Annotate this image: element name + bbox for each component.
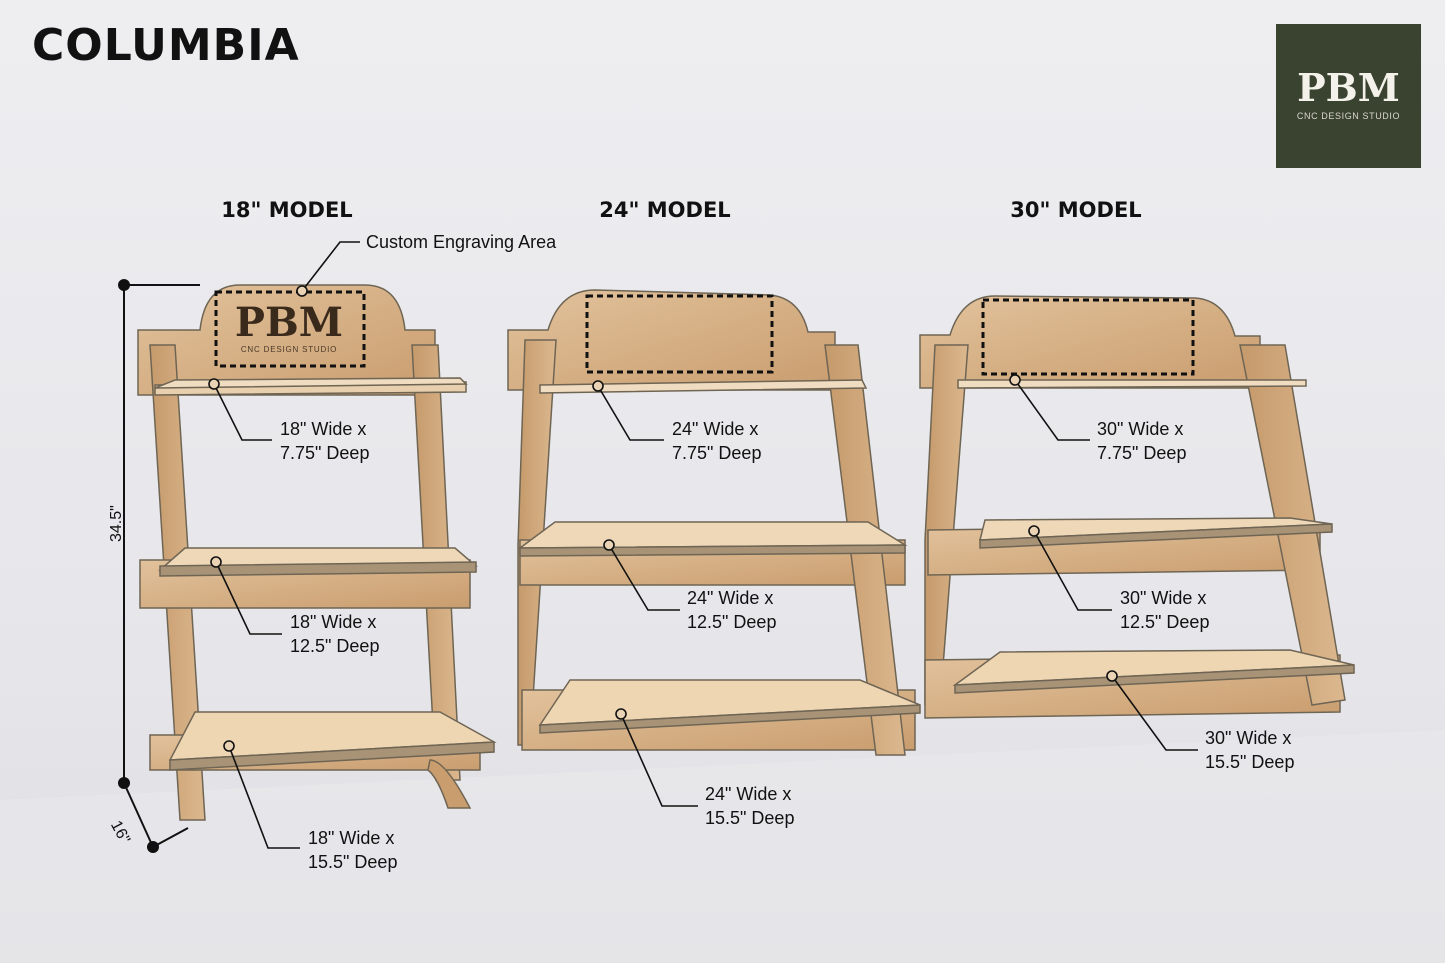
model-title-30: 30" MODEL (1010, 198, 1142, 222)
shelf-unit-24 (507, 289, 921, 756)
engraving-area-30 (981, 298, 1195, 376)
engraved-tagline: CNC DESIGN STUDIO (240, 345, 338, 354)
logo-brand-text: PBM (1297, 65, 1400, 110)
logo-tagline: CNC DESIGN STUDIO (1296, 111, 1401, 121)
page-title: COLUMBIA (32, 20, 300, 71)
brand-logo: PBM CNC DESIGN STUDIO (1276, 24, 1421, 168)
engraved-logo: PBM CNC DESIGN STUDIO (214, 293, 364, 365)
engraving-area-24 (585, 294, 774, 374)
model-title-24: 24" MODEL (599, 198, 731, 222)
engraving-area-18 (214, 290, 366, 368)
height-dimension: 34.5" (108, 505, 125, 542)
engraved-brand-text: PBM (234, 299, 344, 346)
leader-dots (208, 285, 1118, 752)
shelf-unit-30 (919, 295, 1355, 719)
leader-lines (213, 241, 1198, 849)
custom-engraving-callout: Custom Engraving Area (366, 232, 557, 252)
dimension-lines (118, 279, 200, 853)
model-title-18: 18" MODEL (221, 198, 353, 222)
